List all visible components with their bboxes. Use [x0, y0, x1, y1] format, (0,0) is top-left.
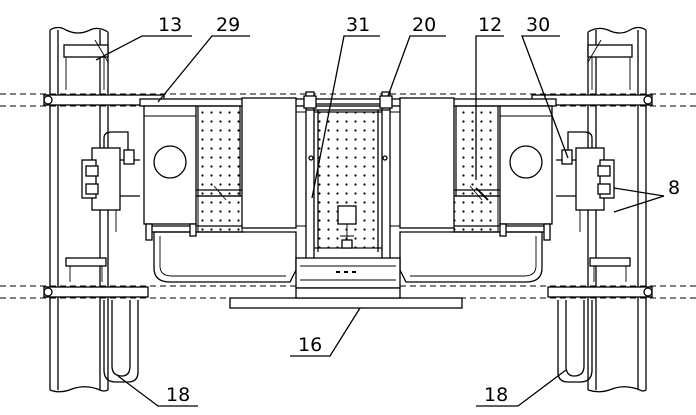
- label-16: 16: [298, 334, 322, 356]
- leader-lines: [95, 35, 665, 407]
- label-18-right: 18: [484, 384, 508, 406]
- label-13: 13: [158, 14, 182, 36]
- label-20: 20: [412, 14, 436, 36]
- label-12: 12: [478, 14, 502, 36]
- left-actuator: [81, 131, 140, 232]
- plain-panels: [241, 97, 455, 229]
- dashed-rails: [0, 93, 696, 299]
- right-box: [499, 105, 553, 241]
- right-column: [587, 26, 647, 393]
- left-box: [143, 105, 197, 241]
- label-18-left: 18: [166, 384, 190, 406]
- bottom-loops: [103, 300, 593, 383]
- bottom-carriage: [229, 257, 463, 309]
- platform-plates: [153, 105, 543, 283]
- center-mast: [303, 91, 393, 261]
- label-8: 8: [668, 177, 680, 199]
- horizontal-beams: [43, 94, 653, 298]
- label-31: 31: [346, 14, 370, 36]
- label-29: 29: [216, 14, 240, 36]
- label-30: 30: [526, 14, 550, 36]
- right-actuator: [556, 131, 615, 232]
